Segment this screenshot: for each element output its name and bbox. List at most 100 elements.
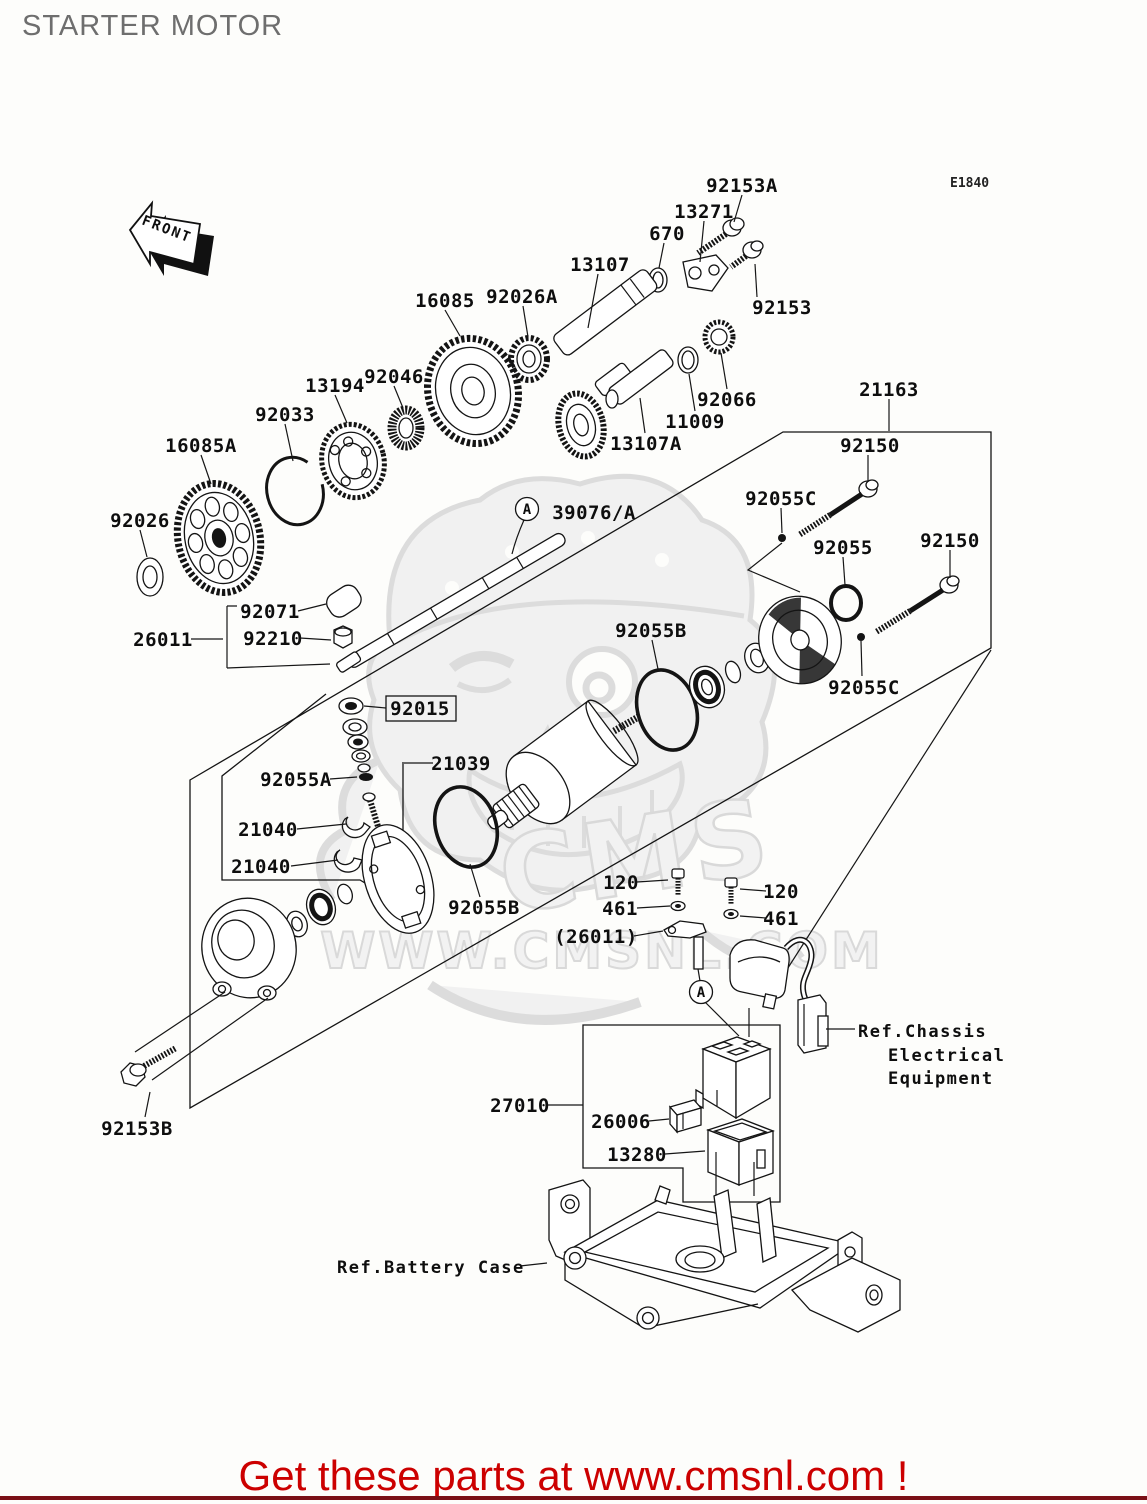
- part-label-92055c-lower: 92055C: [828, 677, 900, 699]
- part-label-92066: 92066: [697, 389, 757, 411]
- bolt-92153b: [120, 1045, 178, 1087]
- part-label-21039: 21039: [431, 753, 491, 775]
- brush-plate: [361, 824, 435, 934]
- page-title: STARTER MOTOR: [22, 10, 284, 42]
- ref-chassis-line1: Ref.Chassis: [858, 1022, 987, 1042]
- part-label-13194: 13194: [305, 375, 365, 397]
- bracket-13271: [682, 254, 729, 292]
- part-label-13107a: 13107A: [610, 433, 682, 455]
- part-label-92055c-upper: 92055C: [745, 488, 817, 510]
- part-label-13107: 13107: [570, 254, 630, 276]
- holder-13280: [706, 1118, 775, 1186]
- ring-small-rear: [724, 660, 742, 684]
- brush-spring-21040-upper: [341, 816, 371, 839]
- ref-chassis-line2: Electrical: [888, 1046, 1005, 1066]
- part-number-labels: 92153A 13271 670 13107 16085 92026A 9215…: [101, 175, 980, 1166]
- washer-461-right: [723, 908, 739, 920]
- part-label-461-left: 461: [602, 898, 638, 920]
- gear-16085a: [173, 480, 265, 596]
- part-label-670: 670: [649, 223, 685, 245]
- bearing-rear: [688, 665, 726, 709]
- part-label-92026: 92026: [110, 510, 170, 532]
- washer-stack: [342, 718, 371, 773]
- part-label-26011-ref: (26011): [554, 926, 638, 948]
- part-label-92026a: 92026A: [486, 286, 558, 308]
- part-label-27010: 27010: [490, 1095, 550, 1117]
- part-label-11009: 11009: [665, 411, 725, 433]
- part-label-120-right: 120: [763, 881, 799, 903]
- leader-cap-lug-2: [151, 997, 269, 1081]
- bolt-92150-upper: [797, 479, 879, 538]
- label-frame-92015: [385, 695, 457, 722]
- plug-92066: [702, 319, 736, 355]
- terminal-cap-92071: [326, 584, 362, 618]
- bolt-92153: [729, 240, 764, 270]
- ref-chassis-line3: Equipment: [888, 1069, 994, 1089]
- pin-92055c-upper: [778, 534, 786, 542]
- battery-case: [548, 1179, 901, 1333]
- bottom-bar: [0, 1496, 1147, 1500]
- bearing-92026a: [508, 335, 550, 383]
- part-label-21163: 21163: [859, 379, 919, 401]
- part-label-16085: 16085: [415, 290, 475, 312]
- fuse-26006: [668, 1099, 703, 1134]
- washer-461-left: [670, 900, 686, 912]
- front-arrow: FRONT: [128, 200, 214, 276]
- part-label-461-right: 461: [763, 908, 799, 930]
- end-cover-rear: [758, 595, 842, 685]
- group-box-27010: [582, 1024, 781, 1203]
- part-label-92150-lower: 92150: [920, 530, 980, 552]
- marker-a1-letter: A: [523, 502, 532, 518]
- screw-120-left: [671, 868, 685, 896]
- part-label-92033: 92033: [255, 404, 315, 426]
- assembly-marker-a-1: A: [514, 496, 540, 522]
- clutch-13194: [319, 421, 387, 501]
- assembly-marker-a-2: A: [688, 979, 714, 1005]
- part-label-92071: 92071: [240, 601, 300, 623]
- footer-cta-link[interactable]: Get these parts at www.cmsnl.com !: [238, 1452, 909, 1499]
- needle-bearing-92046: [387, 405, 425, 451]
- diagram-code: E1840: [950, 176, 989, 191]
- part-label-92153b: 92153B: [101, 1118, 173, 1140]
- end-cap-front: [201, 897, 297, 1001]
- part-label-92055a: 92055A: [260, 769, 332, 791]
- screw-120-right: [724, 877, 738, 904]
- washer-92026: [136, 557, 164, 597]
- part-label-26006: 26006: [591, 1111, 651, 1133]
- gear-16085: [423, 334, 523, 448]
- leader-box-to-relay: [762, 649, 992, 1008]
- part-label-13271: 13271: [674, 201, 734, 223]
- gear-39076: [555, 362, 632, 460]
- pin-92055c-lower: [857, 633, 865, 641]
- part-label-16085a: 16085A: [165, 435, 237, 457]
- bolt-92153a: [696, 217, 745, 256]
- snap-ring-92033: [265, 455, 325, 527]
- shaft-13107a: [605, 349, 674, 409]
- part-label-21040-lower: 21040: [231, 856, 291, 878]
- part-label-92046: 92046: [364, 366, 424, 388]
- part-label-21040-upper: 21040: [238, 819, 298, 841]
- part-label-92153a: 92153A: [706, 175, 778, 197]
- shaft-13107: [553, 269, 658, 356]
- part-label-92055b-rear: 92055B: [615, 620, 687, 642]
- relay-boot: [729, 939, 790, 1010]
- washer-92015: [338, 697, 364, 715]
- chassis-electrical-part: [797, 994, 829, 1054]
- terminal-nut-92210: [333, 625, 353, 649]
- terminal-stud-26011: [336, 651, 362, 673]
- armature-21039: [487, 699, 642, 830]
- part-label-13280: 13280: [607, 1144, 667, 1166]
- part-label-26011: 26011: [133, 629, 193, 651]
- leader-lines: [139, 194, 951, 1267]
- part-label-92015: 92015: [390, 698, 450, 720]
- oring-92055: [829, 584, 863, 622]
- part-label-92210: 92210: [243, 628, 303, 650]
- part-label-92150-upper: 92150: [840, 435, 900, 457]
- part-label-39076a: 39076/A: [552, 502, 636, 524]
- marker-a2-letter: A: [697, 985, 706, 1001]
- leader-cap-lug-1: [134, 991, 226, 1053]
- oring-11009: [677, 346, 699, 374]
- reference-labels: Ref.Chassis Electrical Equipment Ref.Bat…: [337, 1022, 1005, 1278]
